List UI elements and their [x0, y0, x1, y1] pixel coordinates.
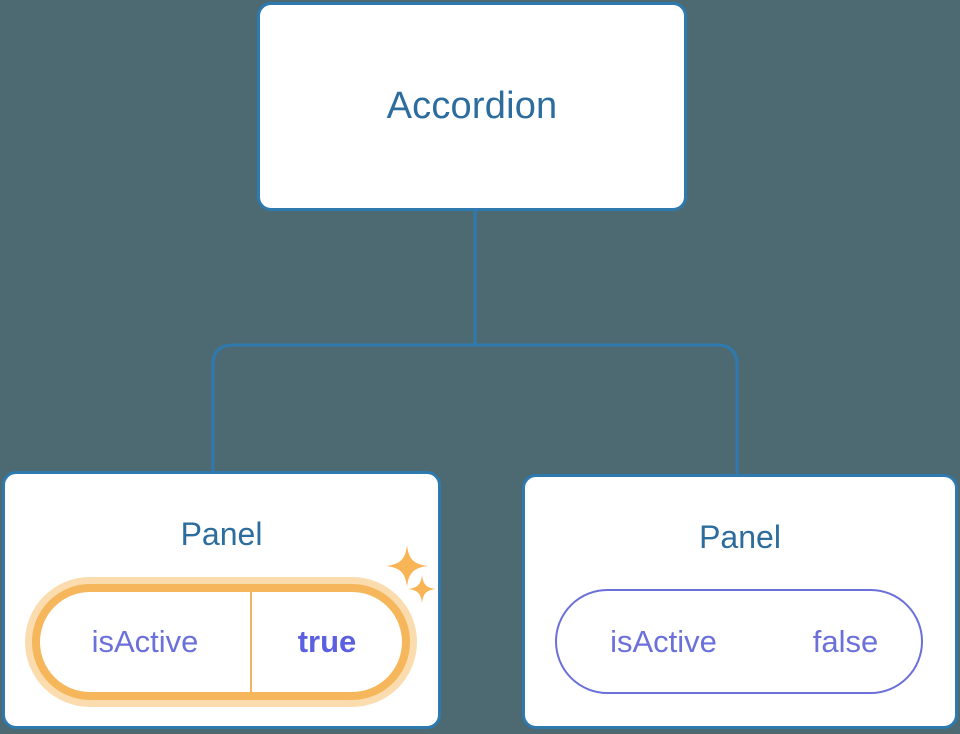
prop-pill-isactive-true[interactable]: isActive true — [25, 577, 417, 707]
prop-key-label: isActive — [91, 624, 199, 659]
node-accordion[interactable]: Accordion — [257, 2, 687, 211]
prop-value-label: false — [812, 623, 879, 659]
node-panel-inactive-title: Panel — [699, 519, 781, 555]
prop-value-label: true — [297, 624, 357, 659]
prop-pill-normal-body[interactable]: isActive false — [555, 589, 923, 694]
prop-pill-highlight-body[interactable]: isActive true — [32, 584, 410, 700]
node-panel-inactive-body: Panel — [525, 477, 955, 726]
node-panel-active-body: Panel — [5, 474, 438, 726]
prop-pill-isactive-false[interactable]: isActive false — [555, 589, 923, 694]
prop-pill-divider — [250, 592, 252, 692]
node-panel-active-title: Panel — [180, 516, 263, 552]
connector-branch-bus — [211, 343, 739, 474]
prop-key-label: isActive — [610, 623, 717, 659]
node-accordion-title: Accordion — [386, 85, 558, 127]
